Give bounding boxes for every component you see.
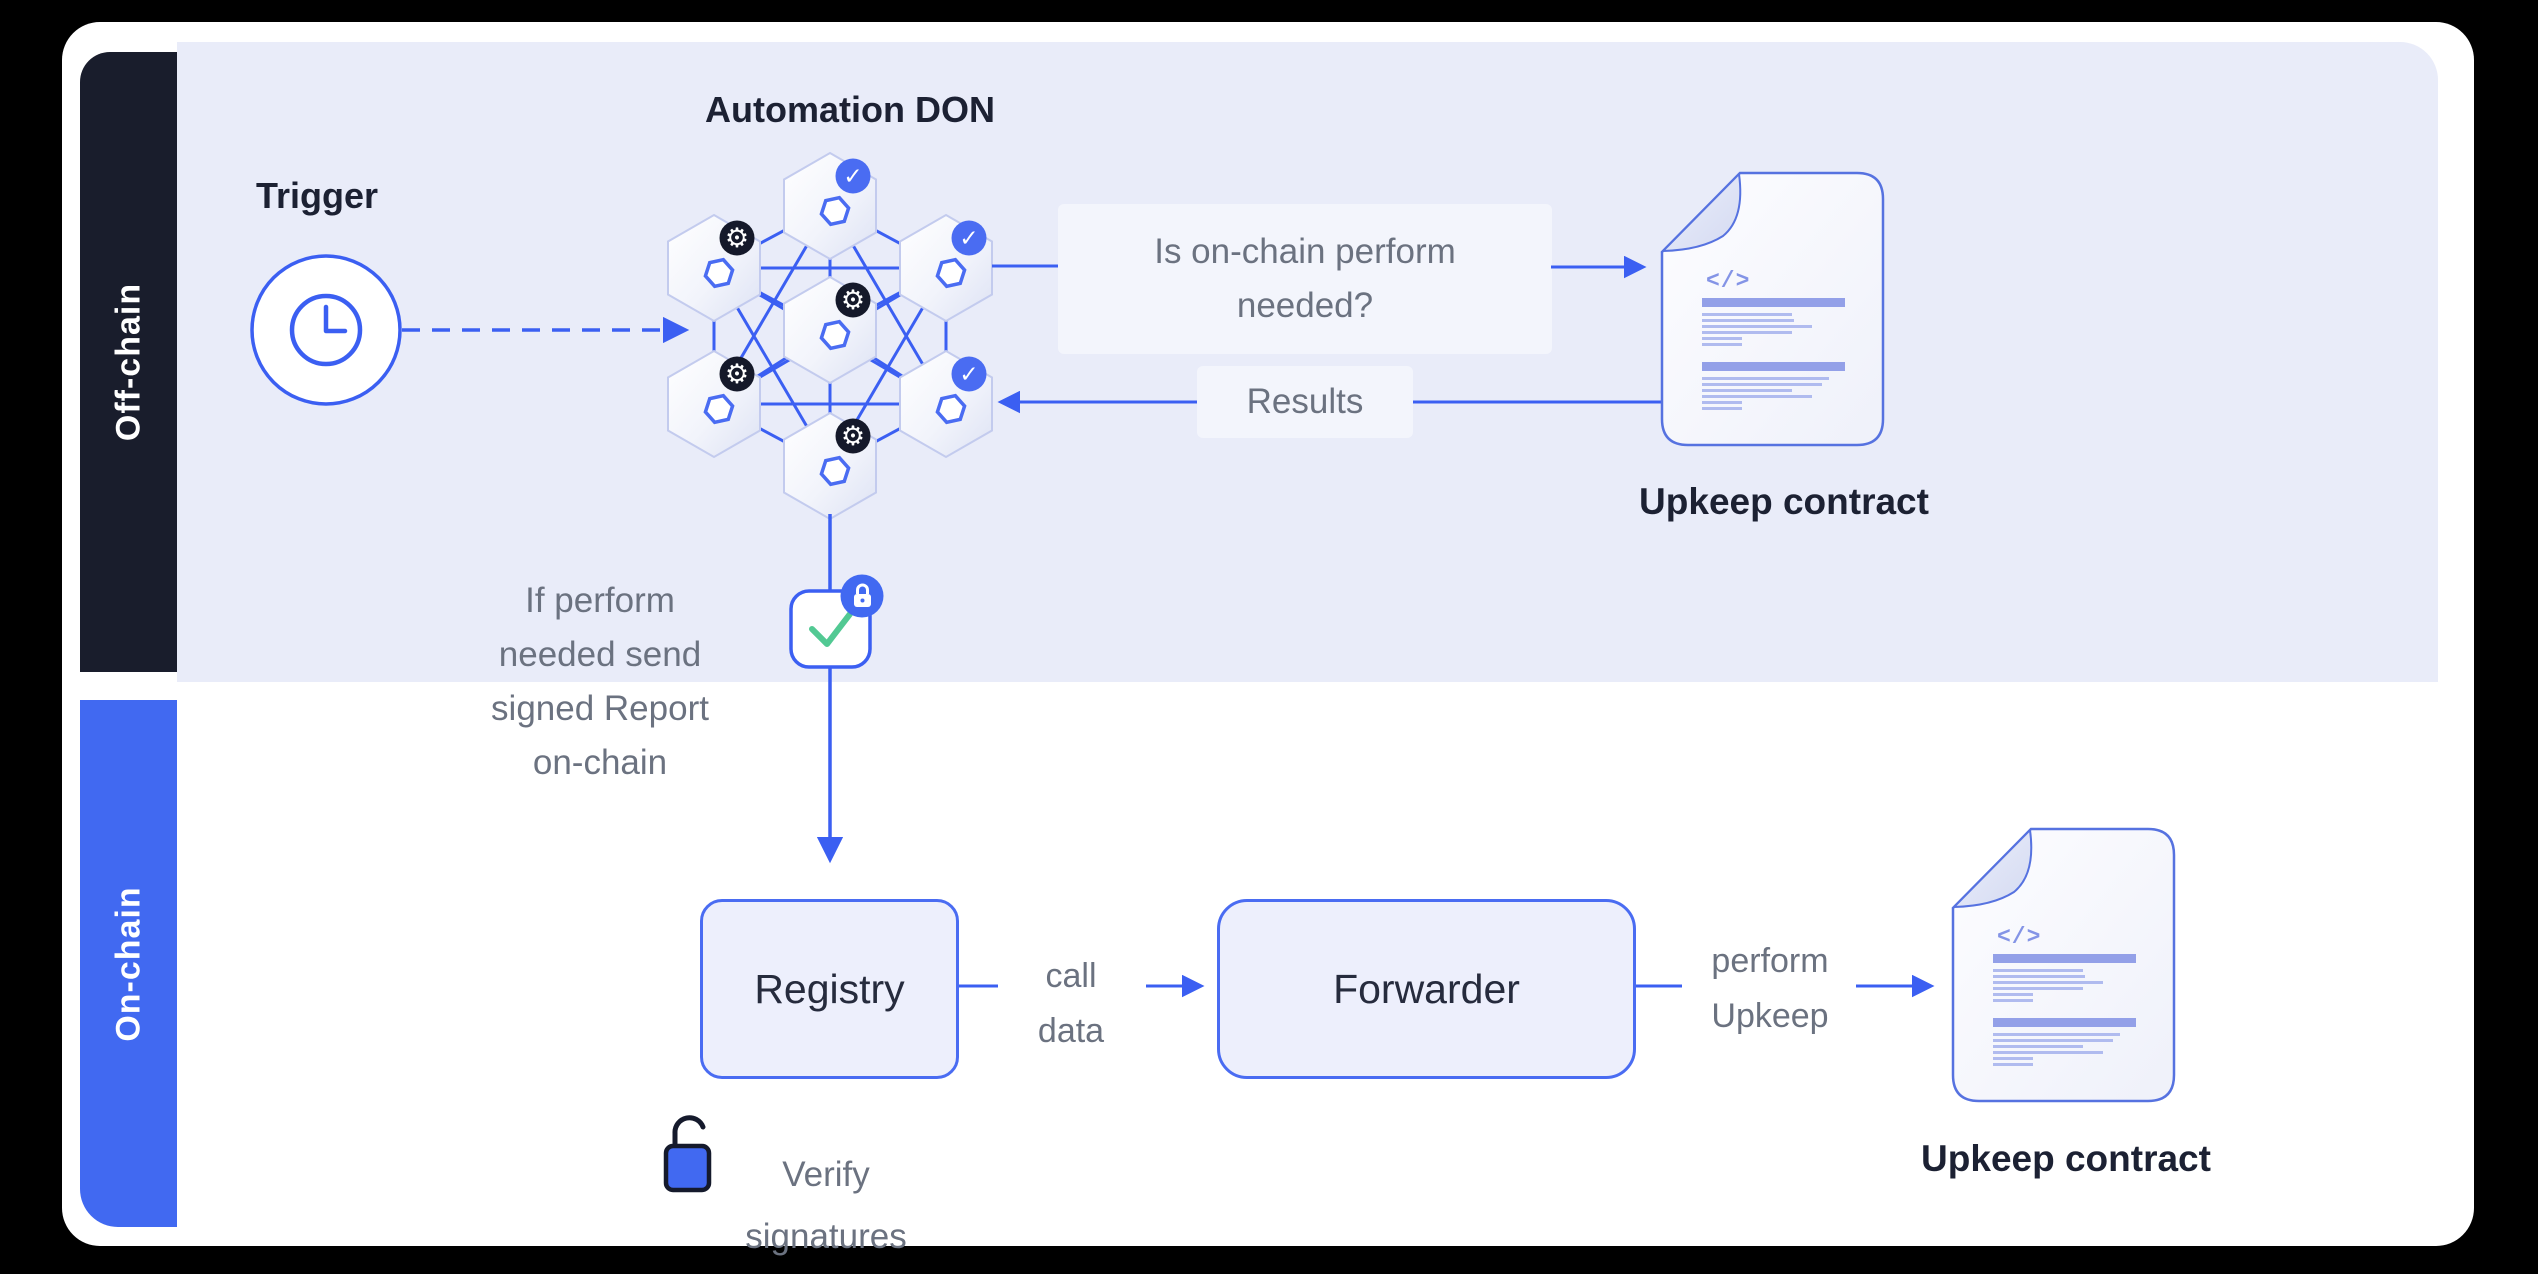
verify-line-2: signatures [745,1217,907,1256]
verify-signatures-caption: Verify signatures [745,1144,906,1268]
registry-label: Registry [754,965,905,1012]
call-data-line-1: call [1045,957,1097,995]
question-caption-box: Is on-chain perform needed? [1058,204,1552,354]
report-note-line-1: If perform [525,581,675,620]
call-data-caption: call data [1038,949,1104,1059]
results-caption-box: Results [1197,366,1413,438]
registry-box: Registry [700,899,959,1079]
results-label: Results [1246,382,1364,421]
upkeep-contract-label-onchain: Upkeep contract [1921,1138,2211,1179]
upkeep-contract-label-offchain: Upkeep contract [1639,481,1929,522]
verify-line-1: Verify [782,1155,870,1194]
report-note-line-4: on-chain [532,743,668,782]
perform-upkeep-line-1: perform [1711,942,1829,980]
offchain-sidebar-label: Off-chain [109,282,147,442]
report-note-line-3: signed Report [491,689,709,728]
onchain-sidebar: On-chain [80,700,177,1227]
offchain-sidebar: Off-chain [80,52,177,672]
perform-upkeep-line-2: Upkeep [1711,997,1829,1035]
onchain-sidebar-label: On-chain [109,885,147,1042]
trigger-label: Trigger [255,175,379,216]
report-note: If perform needed send signed Report on-… [491,574,709,790]
call-data-line-2: data [1037,1012,1105,1050]
perform-upkeep-caption: perform Upkeep [1711,934,1828,1044]
question-line-2: needed? [1236,286,1374,325]
report-note-line-2: needed send [498,635,702,674]
offchain-background-band [177,42,2438,682]
forwarder-box: Forwarder [1217,899,1636,1079]
forwarder-label: Forwarder [1333,965,1520,1012]
automation-don-label: Automation DON [705,89,995,130]
question-line-1: Is on-chain perform [1154,232,1456,271]
